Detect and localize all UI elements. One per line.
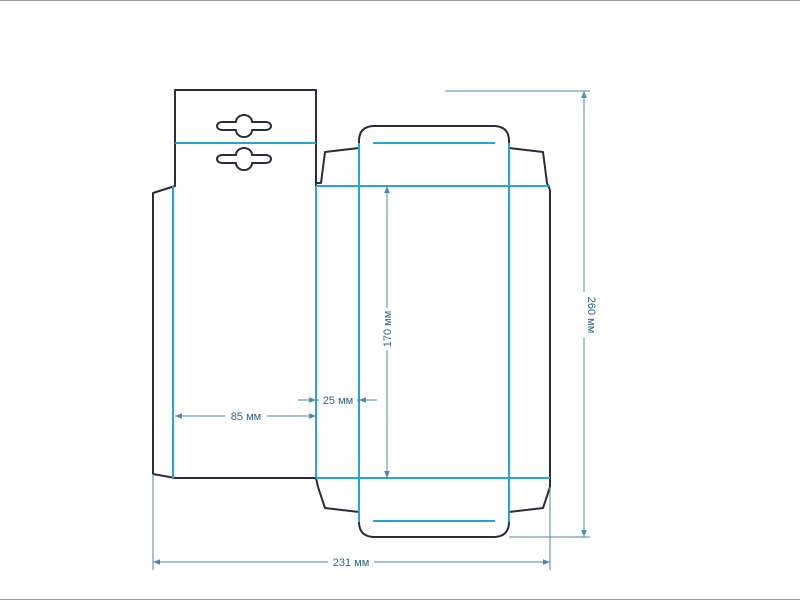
dimension-label-170: 170 мм xyxy=(382,311,394,348)
cut-line-back-bottom xyxy=(175,477,319,488)
dimension-label-260-bg xyxy=(577,292,591,338)
cut-line-top-left-dust-flap xyxy=(316,125,551,191)
dimension-label-25: 25 мм xyxy=(323,395,353,407)
dimension-label-85: 85 мм xyxy=(231,411,261,423)
dimension-label-231: 231 мм xyxy=(333,557,370,569)
hang-hole-upper xyxy=(216,114,272,138)
dimension-label-231-bg xyxy=(328,555,374,569)
cut-line-bottom-flaps xyxy=(317,478,551,538)
dimension-label-85-bg xyxy=(225,409,267,423)
hang-hole-lower xyxy=(216,147,272,171)
dimension-label-260: 260 мм xyxy=(585,297,597,334)
dimension-label-25-bg xyxy=(319,393,357,407)
dimension-label-170-bg xyxy=(380,308,394,350)
